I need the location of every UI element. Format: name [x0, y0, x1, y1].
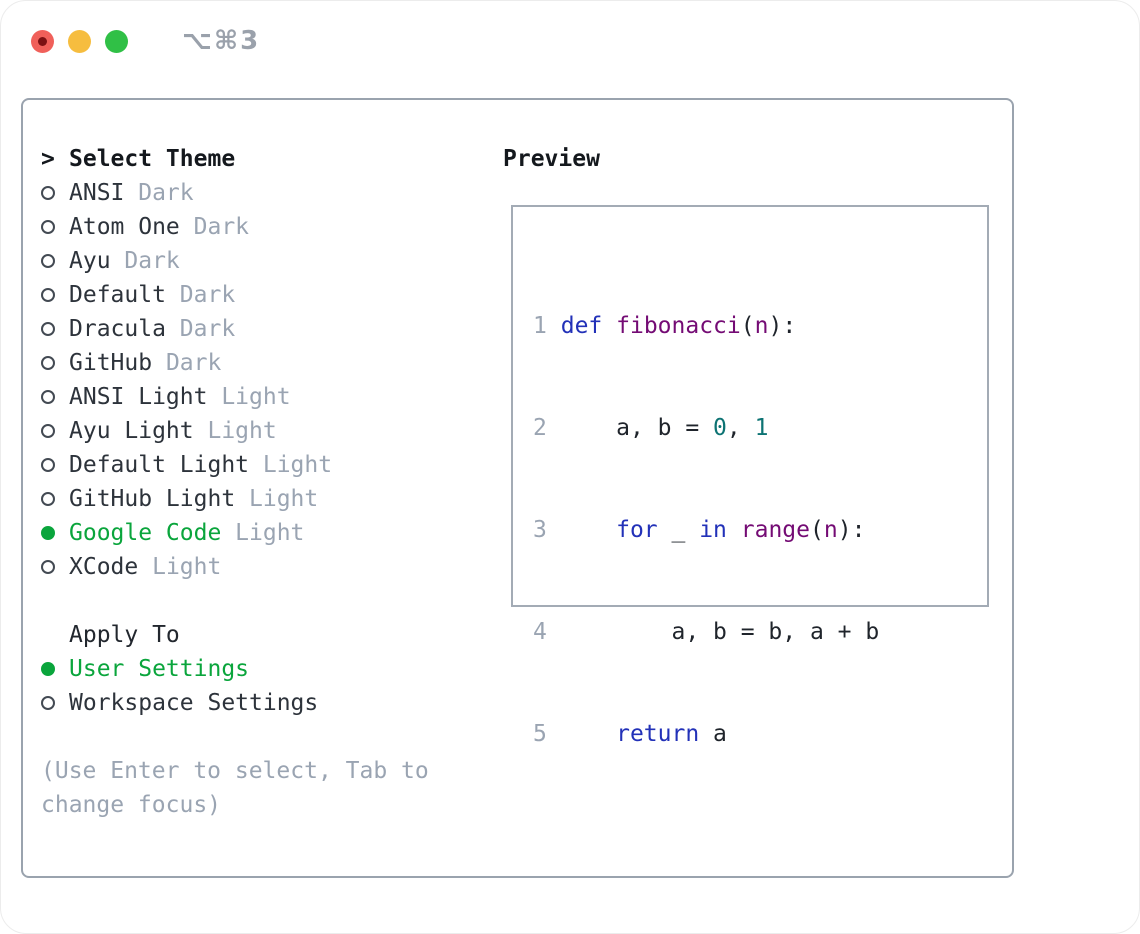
- radio-icon: [41, 458, 55, 472]
- theme-name: Default: [69, 282, 166, 308]
- radio-icon: [41, 254, 55, 268]
- theme-variant: Light: [262, 452, 333, 478]
- theme-option-ayu-light[interactable]: Ayu Light Light: [41, 414, 429, 448]
- theme-name: GitHub: [69, 350, 153, 376]
- theme-option-github-light[interactable]: GitHub Light Light: [41, 482, 429, 516]
- radio-selected-icon: [41, 526, 55, 540]
- radio-icon: [41, 560, 55, 574]
- theme-variant: Light: [249, 486, 319, 512]
- code-line: 5 return a: [533, 721, 727, 747]
- radio-icon: [41, 424, 55, 438]
- theme-name: GitHub Light: [69, 486, 236, 512]
- theme-option-ansi-light[interactable]: ANSI Light Light: [41, 380, 429, 414]
- radio-icon: [41, 220, 55, 234]
- theme-name: ANSI: [69, 180, 125, 206]
- apply-option-label: Workspace Settings: [69, 690, 319, 716]
- radio-icon: [41, 492, 55, 506]
- radio-icon: [41, 288, 55, 302]
- theme-name: ANSI Light: [69, 384, 208, 410]
- theme-variant: Dark: [165, 350, 222, 376]
- focus-caret-icon: >: [41, 146, 55, 172]
- radio-icon: [41, 322, 55, 336]
- preview-box: 1 def fibonacci(n): 2 a, b = 0, 1 3 for …: [511, 205, 989, 747]
- preview-title: Preview: [503, 146, 600, 172]
- hint-text-line1: (Use Enter to select, Tab to: [41, 758, 429, 784]
- apply-to-title: Apply To: [69, 622, 180, 648]
- theme-option-dracula-dark[interactable]: Dracula Dark: [41, 312, 429, 346]
- theme-variant: Dark: [138, 180, 194, 206]
- theme-name: Google Code: [69, 520, 222, 546]
- theme-name: XCode: [69, 554, 139, 580]
- select-theme-header: > Select Theme: [41, 142, 429, 176]
- select-theme-title: Select Theme: [69, 146, 236, 172]
- apply-option-label: User Settings: [69, 656, 250, 682]
- theme-variant: Light: [207, 418, 277, 444]
- minimize-button-icon[interactable]: [68, 29, 91, 53]
- theme-variant: Dark: [179, 282, 236, 308]
- radio-icon: [41, 356, 55, 370]
- spacer: [533, 853, 987, 887]
- theme-option-google-code-light[interactable]: Google Code Light: [41, 516, 429, 550]
- code-line: 4 a, b = b, a + b: [533, 619, 880, 645]
- theme-option-ansi-dark[interactable]: ANSI Dark: [41, 176, 429, 210]
- theme-option-atom-one-dark[interactable]: Atom One Dark: [41, 210, 429, 244]
- theme-option-default-dark[interactable]: Default Dark: [41, 278, 429, 312]
- theme-variant: Light: [235, 520, 305, 546]
- theme-option-xcode-light[interactable]: XCode Light: [41, 550, 429, 584]
- theme-name: Default Light: [69, 452, 250, 478]
- radio-icon: [41, 696, 55, 710]
- theme-variant: Light: [221, 384, 291, 410]
- code-line: 2 a, b = 0, 1: [533, 415, 769, 441]
- window-title: ⌥⌘3: [182, 26, 261, 56]
- apply-to-header: Apply To: [41, 618, 429, 652]
- theme-name: Ayu: [69, 248, 111, 274]
- apply-option-workspace-settings[interactable]: Workspace Settings: [41, 686, 429, 720]
- code-line: 3 for _ in range(n):: [533, 517, 866, 543]
- close-button-icon[interactable]: [31, 29, 54, 53]
- radio-selected-icon: [41, 662, 55, 676]
- theme-option-github-dark[interactable]: GitHub Dark: [41, 346, 429, 380]
- zoom-button-icon[interactable]: [105, 29, 128, 53]
- theme-name: Ayu Light: [69, 418, 194, 444]
- apply-option-user-settings[interactable]: User Settings: [41, 652, 429, 686]
- radio-icon: [41, 390, 55, 404]
- theme-name: Dracula: [69, 316, 166, 342]
- theme-variant: Dark: [193, 214, 250, 240]
- code-line: 1 def fibonacci(n):: [533, 313, 797, 339]
- theme-variant: Dark: [179, 316, 236, 342]
- titlebar: ⌥⌘3: [31, 26, 260, 56]
- spacer: [41, 720, 429, 754]
- radio-icon: [41, 186, 55, 200]
- spacer: [41, 584, 429, 618]
- theme-variant: Light: [152, 554, 222, 580]
- theme-name: Atom One: [69, 214, 180, 240]
- hint-text-line2: change focus): [41, 792, 222, 818]
- theme-variant: Dark: [124, 248, 180, 274]
- theme-option-default-light[interactable]: Default Light Light: [41, 448, 429, 482]
- theme-option-ayu-dark[interactable]: Ayu Dark: [41, 244, 429, 278]
